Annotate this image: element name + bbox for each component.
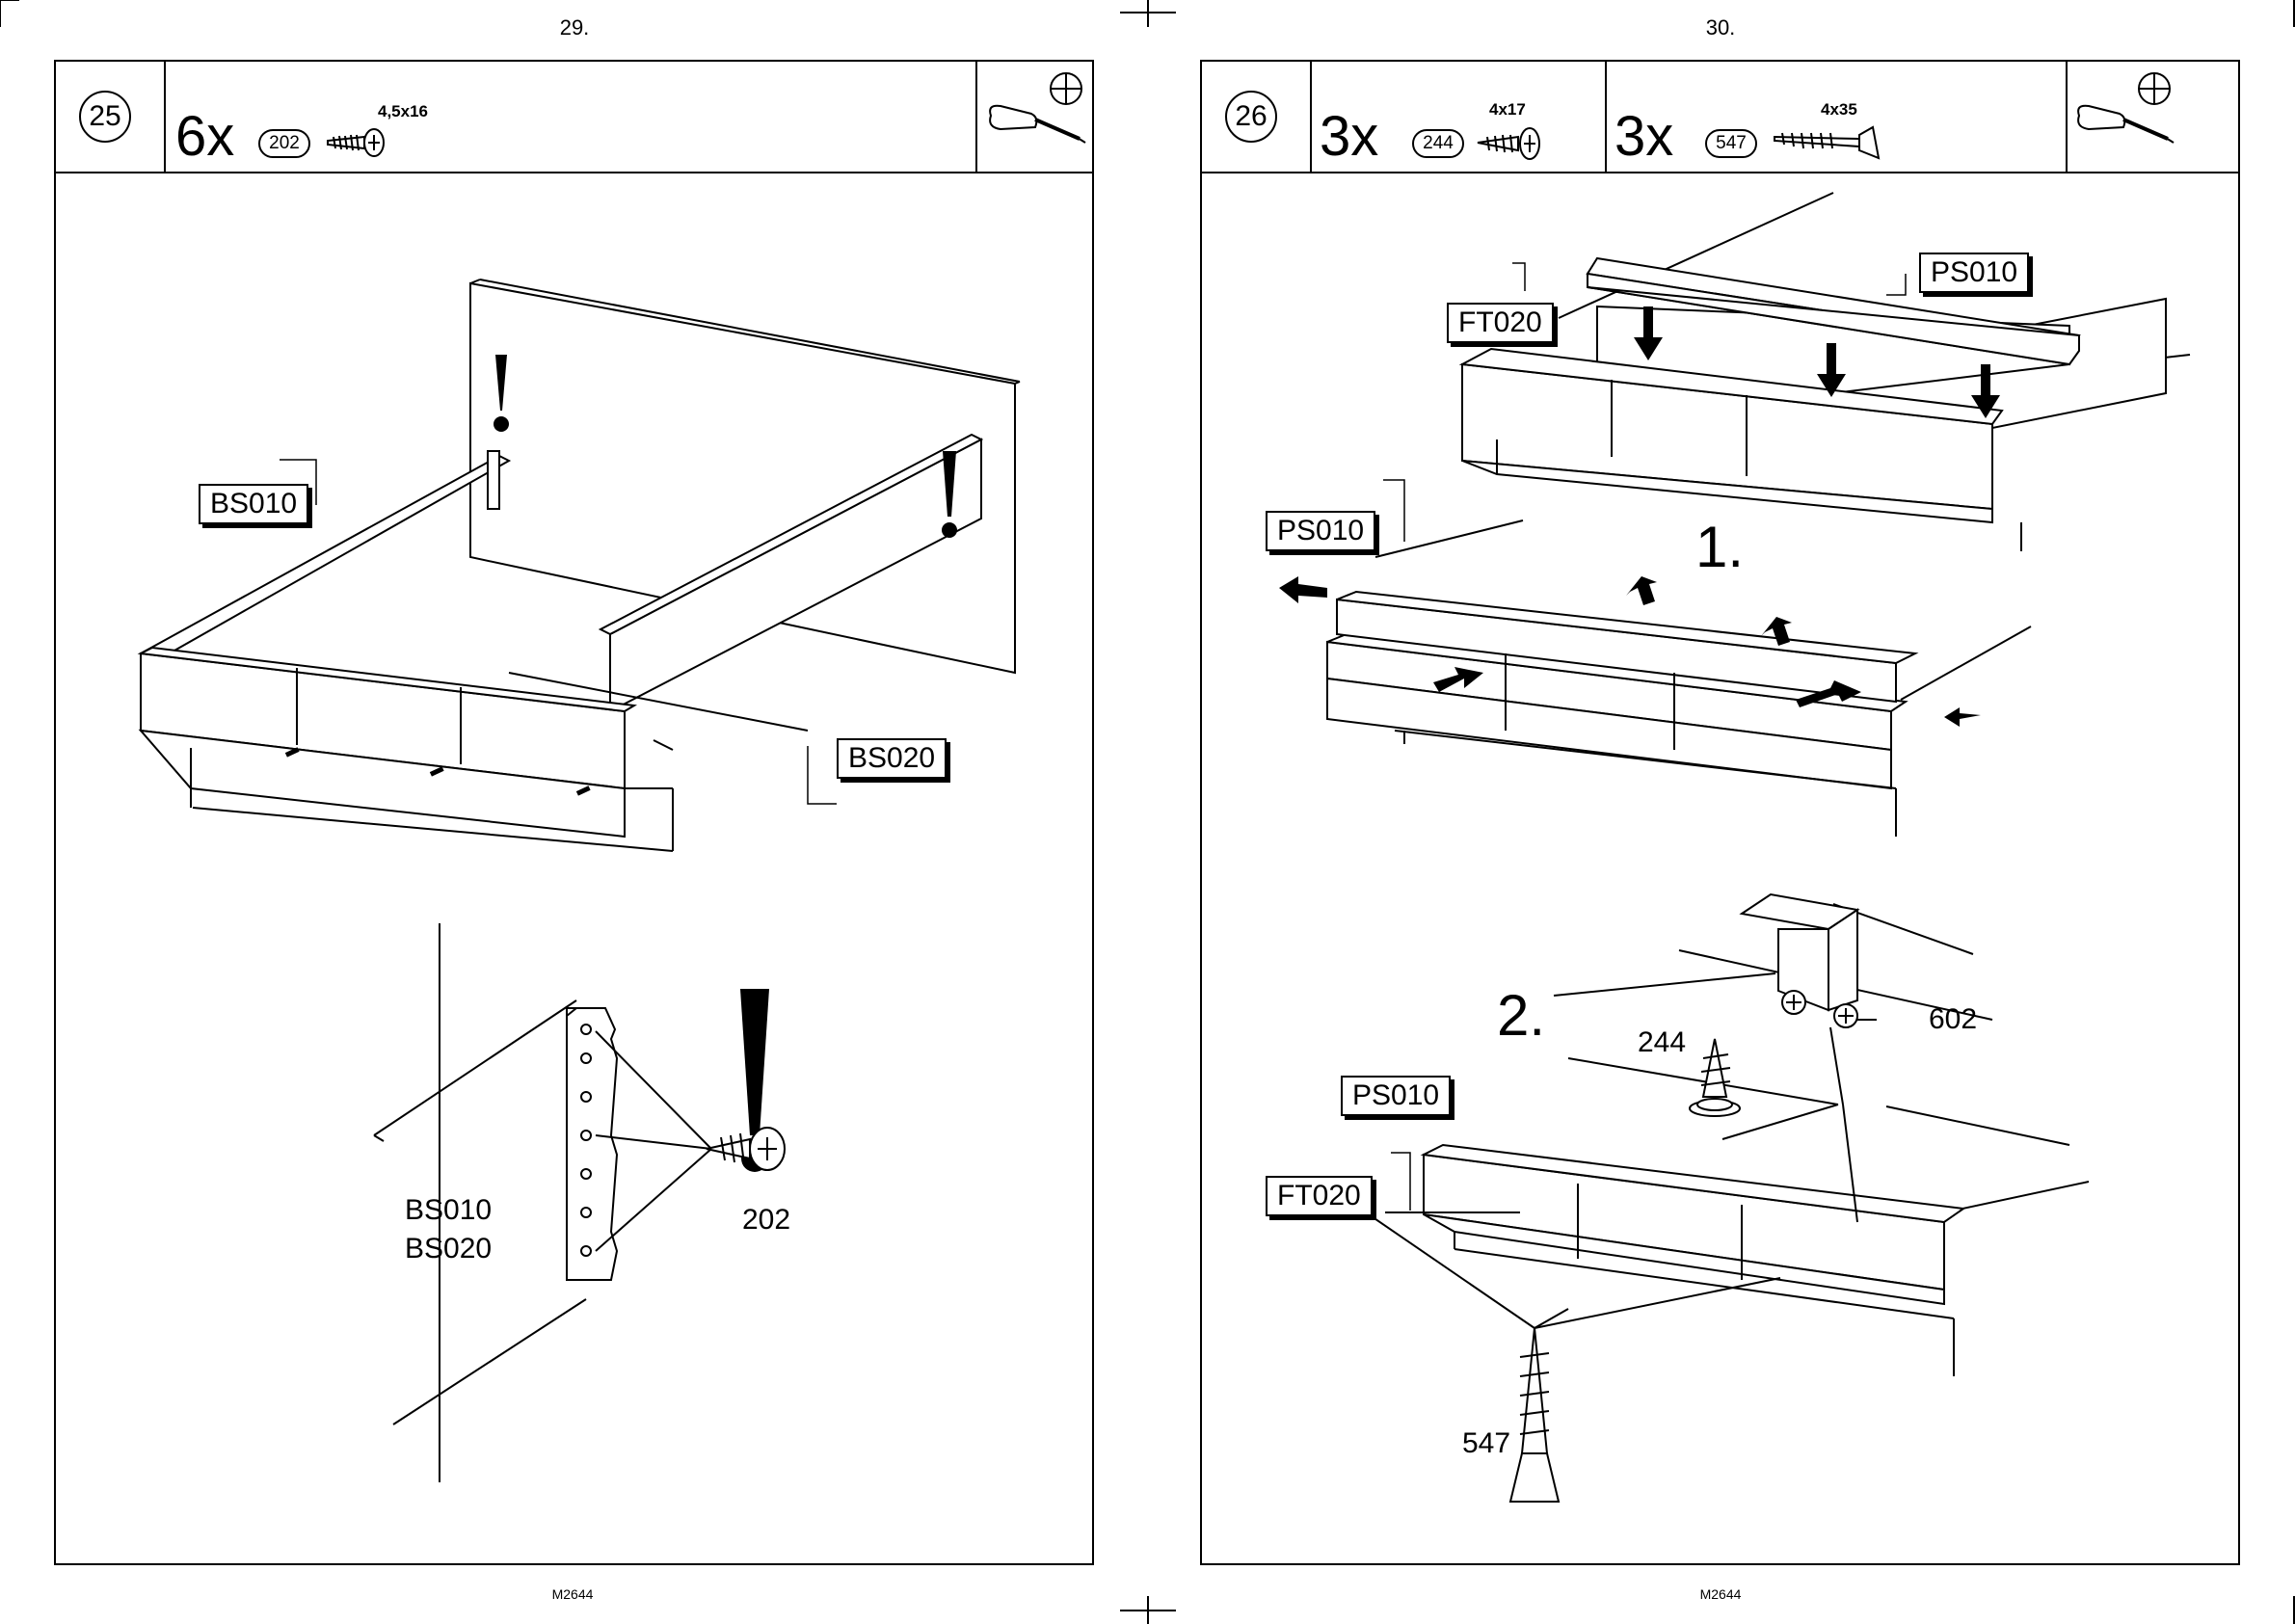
detail-label-202: 202 <box>742 1203 790 1238</box>
crop-mark <box>0 0 19 1</box>
page-number-right: 30. <box>1663 15 1778 40</box>
part-label-244: 244 <box>1638 1025 1686 1060</box>
step-header: 25 6x 202 4,5x16 <box>56 62 1092 173</box>
wood-screw-icon <box>1773 123 1888 162</box>
part-label-bs010: BS010 <box>199 484 308 524</box>
part-label-ft020-top: FT020 <box>1447 303 1554 343</box>
page-number-left: 29. <box>517 15 632 40</box>
step-number: 26 <box>1225 91 1277 143</box>
hardware-quantity: 6x <box>175 108 234 166</box>
part-label-ft020-low: FT020 <box>1266 1176 1373 1216</box>
phillips-head-icon <box>2135 69 2174 108</box>
detail-label-bs010: BS010 <box>405 1193 492 1228</box>
wood-screw-icon <box>1690 1039 1740 1116</box>
step-25-panel: 25 6x 202 4,5x16 <box>54 60 1094 1565</box>
crop-mark <box>1147 0 1149 27</box>
crop-mark <box>1120 12 1176 13</box>
crop-mark <box>1120 1610 1176 1611</box>
part-label-547: 547 <box>1462 1426 1510 1461</box>
part-number-badge: 547 <box>1705 129 1757 158</box>
model-code-right: M2644 <box>1663 1586 1778 1602</box>
part-label-bs020: BS020 <box>837 738 947 779</box>
part-label-ps010-low: PS010 <box>1341 1076 1451 1116</box>
step-1-label: 1. <box>1695 519 1744 576</box>
step-number: 25 <box>79 91 131 143</box>
wood-screw-icon <box>326 127 387 160</box>
step-number-cell: 25 <box>56 62 166 172</box>
part-label-ps010-mid: PS010 <box>1266 511 1375 551</box>
step-2-label: 2. <box>1497 987 1545 1045</box>
bed-frame-illustration <box>56 172 1092 1565</box>
step-number-cell: 26 <box>1202 62 1312 172</box>
step-26-panel: 26 3x 244 4x17 3x 547 4x35 <box>1200 60 2240 1565</box>
model-code-left: M2644 <box>515 1586 630 1602</box>
hardware-cell-244: 3x 244 4x17 <box>1312 62 1607 172</box>
wood-screw-icon <box>1510 1328 1559 1502</box>
hardware-quantity: 3x <box>1320 108 1378 166</box>
screw-size: 4x35 <box>1821 100 1857 120</box>
step-header: 26 3x 244 4x17 3x 547 4x35 <box>1202 62 2238 173</box>
tool-cell <box>2068 62 2240 172</box>
hardware-quantity: 3x <box>1615 108 1673 166</box>
phillips-head-icon <box>1047 69 1085 108</box>
hardware-cell-547: 3x 547 4x35 <box>1607 62 2068 172</box>
part-number-badge: 244 <box>1412 129 1464 158</box>
hardware-cell: 6x 202 4,5x16 <box>166 62 977 172</box>
part-label-602: 602 <box>1929 1002 1977 1037</box>
tool-cell <box>977 62 1094 172</box>
screw-size: 4,5x16 <box>378 102 428 121</box>
part-number-badge: 202 <box>258 129 310 158</box>
screw-size: 4x17 <box>1489 100 1526 120</box>
wood-screw-icon <box>1476 125 1543 162</box>
detail-label-bs020: BS020 <box>405 1232 492 1266</box>
part-label-ps010-top: PS010 <box>1919 253 2029 293</box>
crop-mark <box>0 0 1 27</box>
shelf-assembly-illustration <box>1202 172 2238 1565</box>
